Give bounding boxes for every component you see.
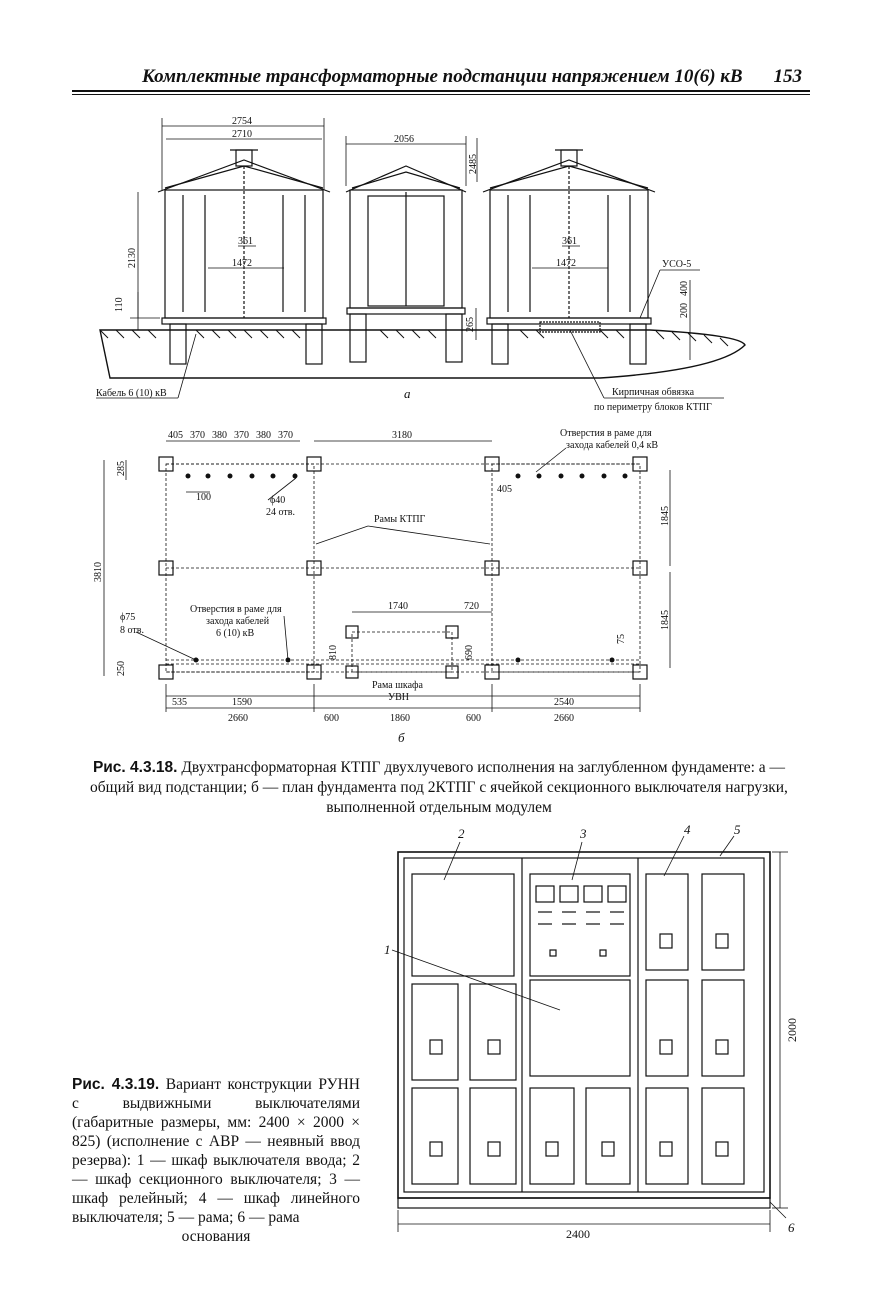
dim-75: 75: [616, 634, 627, 644]
dim-535: 535: [172, 697, 187, 708]
figure-4-3-19-caption: Рис. 4.3.19. Вариант конструкции РУНН с …: [72, 1075, 360, 1246]
figure-4-3-18-caption: Рис. 4.3.18. Двухтрансформаторная КТПГ д…: [72, 758, 806, 818]
label-holes-04-2: захода кабелей 0,4 кВ: [566, 440, 658, 451]
label-holes-6-3: 6 (10) кВ: [216, 628, 255, 639]
dim-361-right: 361: [562, 236, 577, 247]
caption-label-2: Рис. 4.3.19.: [72, 1076, 160, 1093]
caption-text-2: Вариант конструкции РУНН с выдвижными вы…: [72, 1076, 361, 1226]
callout-4: 4: [684, 822, 691, 837]
view-letter-b: б: [398, 730, 405, 745]
figure-4-3-18a-drawing: 2754 2710 2056 2485 2130 110 361 361 147…: [96, 116, 746, 413]
figure-4-3-18b-drawing: 405 370 380 370 380 370 3180 285 3810 10…: [93, 428, 671, 745]
figure-4-3-19-drawing: 1 2 3 4 5 6 2000 2400: [384, 822, 799, 1241]
dim-1740: 1740: [388, 601, 408, 612]
dim-2660-left: 2660: [228, 713, 248, 724]
label-uvn-1: Рама шкафа: [372, 680, 424, 691]
dim-3810: 3810: [93, 562, 104, 582]
breaker-handles: [429, 933, 729, 1157]
view-letter-a: а: [404, 386, 411, 401]
dim-2000: 2000: [785, 1018, 799, 1042]
dim-2400: 2400: [566, 1227, 590, 1241]
cabinet-doors: [411, 873, 745, 1185]
dim-110: 110: [114, 297, 125, 312]
foundation-posts: [169, 313, 647, 365]
label-brick-1: Кирпичная обвязка: [612, 387, 695, 398]
header-rule-thin: [72, 94, 810, 95]
dim-phi40: ϕ40: [270, 495, 285, 506]
dim-2660-right: 2660: [554, 713, 574, 724]
dim-1845-bottom: 1845: [660, 610, 671, 630]
caption-last-line: основания: [181, 1228, 251, 1245]
label-uso5: УСО-5: [662, 259, 691, 270]
dim-600-right: 600: [466, 713, 481, 724]
dim-265: 265: [465, 317, 476, 332]
dim-1472-right: 1472: [556, 258, 576, 269]
dim-top-370a: 370: [190, 430, 205, 441]
dim-top-370c: 370: [278, 430, 293, 441]
dim-1845-top: 1845: [660, 506, 671, 526]
dim-1860: 1860: [390, 713, 410, 724]
running-header: Комплектные трансформаторные подстанции …: [72, 62, 810, 96]
dim-100: 100: [196, 492, 211, 503]
caption-text: Двухтрансформаторная КТПГ двухлучевого и…: [90, 759, 788, 816]
label-cable: Кабель 6 (10) кВ: [96, 388, 167, 399]
callout-5: 5: [734, 822, 741, 837]
foundation-posts-plan: [158, 456, 648, 680]
caption-label: Рис. 4.3.18.: [92, 759, 178, 776]
dim-top-3180: 3180: [392, 430, 412, 441]
dim-phi75: ϕ75: [120, 612, 135, 623]
label-frames: Рамы КТПГ: [374, 514, 426, 525]
ktpg-block-right: [482, 149, 656, 333]
dim-285: 285: [116, 461, 127, 476]
dim-2540: 2540: [554, 697, 574, 708]
dim-250: 250: [116, 661, 127, 676]
dim-2130: 2130: [127, 248, 138, 268]
dim-200: 200: [679, 303, 690, 318]
header-rule: [72, 90, 810, 92]
ktpg-block-left: [157, 149, 331, 325]
label-holes-6-2: захода кабелей: [206, 616, 270, 627]
dim-top-405: 405: [168, 430, 183, 441]
dim-600-left: 600: [324, 713, 339, 724]
dim-top-380a: 380: [212, 430, 227, 441]
dim-810: 810: [328, 645, 339, 660]
dimension-lines-runn: [391, 835, 788, 1232]
ground-line: [99, 329, 746, 379]
dimension-lines: [96, 118, 724, 399]
cable-holes: [185, 473, 628, 663]
callout-6: 6: [788, 1220, 795, 1235]
ground-hatch: [99, 329, 729, 347]
dim-2754: 2754: [232, 116, 252, 127]
dim-1590: 1590: [232, 697, 252, 708]
dim-top-380b: 380: [256, 430, 271, 441]
dimension-lines-plan: [103, 440, 671, 712]
ktpg-block-middle: [345, 165, 467, 315]
callout-1: 1: [384, 942, 391, 957]
dim-361-left: 361: [238, 236, 253, 247]
dim-400: 400: [679, 281, 690, 296]
dim-2056: 2056: [394, 134, 414, 145]
dim-24-holes: 24 отв.: [266, 507, 295, 518]
dim-8-holes: 8 отв.: [120, 625, 144, 636]
header-title: Комплектные трансформаторные подстанции …: [142, 66, 743, 87]
label-holes-04-1: Отверстия в раме для: [560, 428, 652, 439]
dim-2710: 2710: [232, 129, 252, 140]
callout-2: 2: [458, 826, 465, 841]
dim-720: 720: [464, 601, 479, 612]
label-brick-2: по периметру блоков КТПГ: [594, 402, 712, 413]
dim-top-370b: 370: [234, 430, 249, 441]
relay-instruments: [535, 885, 627, 957]
dim-690: 690: [464, 645, 475, 660]
dim-405-right: 405: [497, 484, 512, 495]
page-number: 153: [773, 66, 803, 87]
callout-3: 3: [579, 826, 587, 841]
label-holes-6-1: Отверстия в раме для: [190, 604, 282, 615]
dim-2485: 2485: [468, 154, 479, 174]
label-uvn-2: УВН: [388, 692, 409, 703]
dim-1472-left: 1472: [232, 258, 252, 269]
